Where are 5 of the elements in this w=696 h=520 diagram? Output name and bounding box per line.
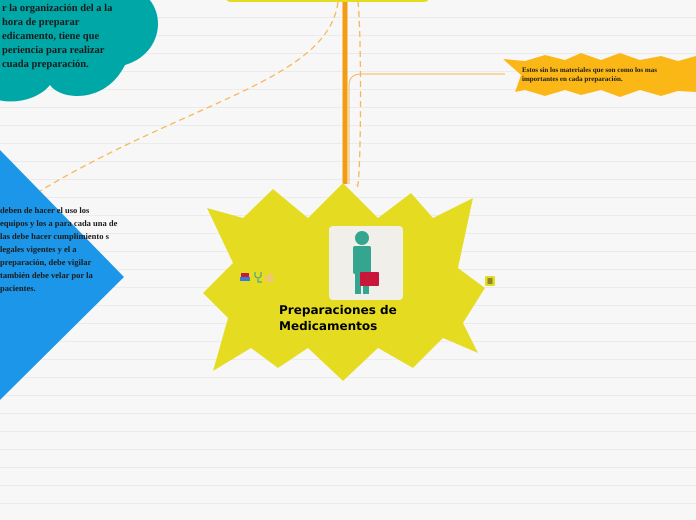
connector-line bbox=[348, 74, 506, 184]
connector-line bbox=[40, 2, 339, 192]
topic-text: r la organización del a la hora de preparar edicamento, tiene que periencia para realizar cuada preparación. bbox=[2, 2, 114, 72]
central-topic-title: Preparaciones de Medicamentos bbox=[279, 302, 398, 334]
connector-line bbox=[342, 2, 348, 184]
